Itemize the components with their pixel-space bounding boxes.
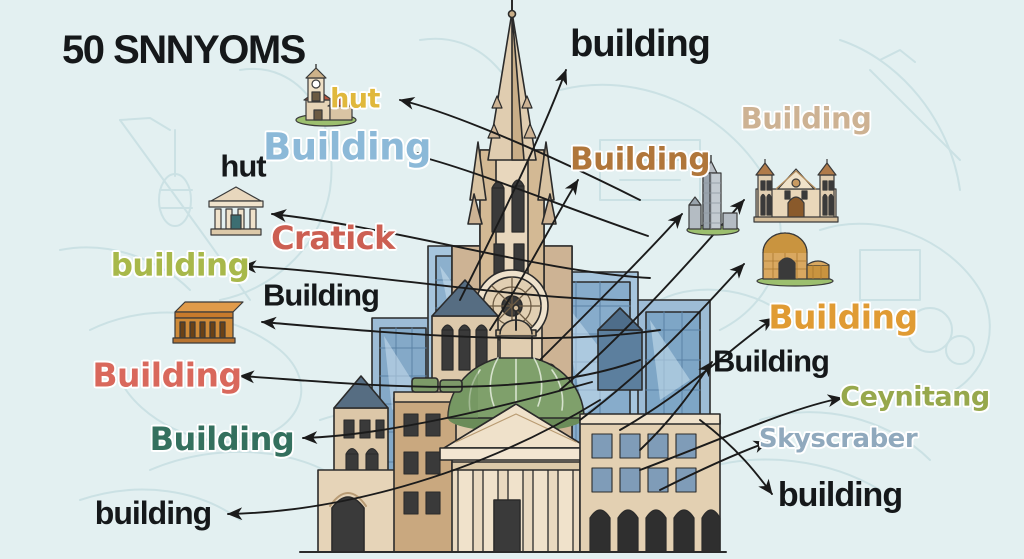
label-cratick-red: Cratick (271, 219, 395, 257)
label-building-black1: Building (263, 277, 380, 313)
arrow-to-ceynitang (639, 394, 843, 471)
label-building-tan: Building (740, 101, 872, 136)
arrow-to-hut-gold (399, 97, 641, 201)
arrow-to-building-salmon (239, 359, 641, 388)
classical-bank-icon (207, 185, 265, 237)
label-building-salmon: Building (92, 355, 242, 395)
stone-dome-icon (751, 231, 839, 287)
arrow-to-building-top (459, 69, 568, 301)
label-building-gold: Building (768, 297, 918, 337)
arrow-to-building-olive (241, 260, 631, 301)
label-building-brown: Building (569, 141, 711, 178)
label-building-top: building (570, 23, 711, 65)
cathedral-icon (750, 159, 842, 225)
label-building-green: Building (149, 420, 295, 458)
arrow-to-bank-icon (271, 209, 651, 279)
label-hut-black: hut (220, 148, 266, 184)
arrow-to-building-brown (489, 179, 579, 331)
skyscraper-icon (683, 155, 743, 236)
label-building-black4: building (777, 476, 903, 514)
church-tower-icon (292, 64, 360, 127)
arrow-to-building-black3 (639, 361, 713, 451)
orange-temple-icon (171, 296, 247, 346)
arrow-to-stone-dome (579, 263, 745, 421)
label-building-blue: Building (263, 125, 431, 169)
arrow-to-skyscraber (659, 440, 769, 491)
label-skyscraber-blue: Skyscraber (758, 424, 918, 454)
label-hut-gold: hut (330, 83, 380, 115)
arrow-to-building-black2 (227, 399, 601, 521)
arrow-to-building-blue (409, 150, 649, 237)
label-ceynitang-olive: Ceynitang (840, 381, 990, 413)
label-building-olive: building (110, 247, 250, 284)
label-building-black3: Building (713, 343, 830, 379)
arrow-to-temple-icon (261, 316, 661, 340)
arrow-to-building-black4 (699, 419, 773, 495)
arrow-to-building-green (302, 381, 593, 445)
label-building-black2: building (94, 495, 212, 531)
page-title: 50 SNNYOMS (62, 28, 306, 72)
arrow-to-skyscraper-icon (539, 213, 683, 361)
